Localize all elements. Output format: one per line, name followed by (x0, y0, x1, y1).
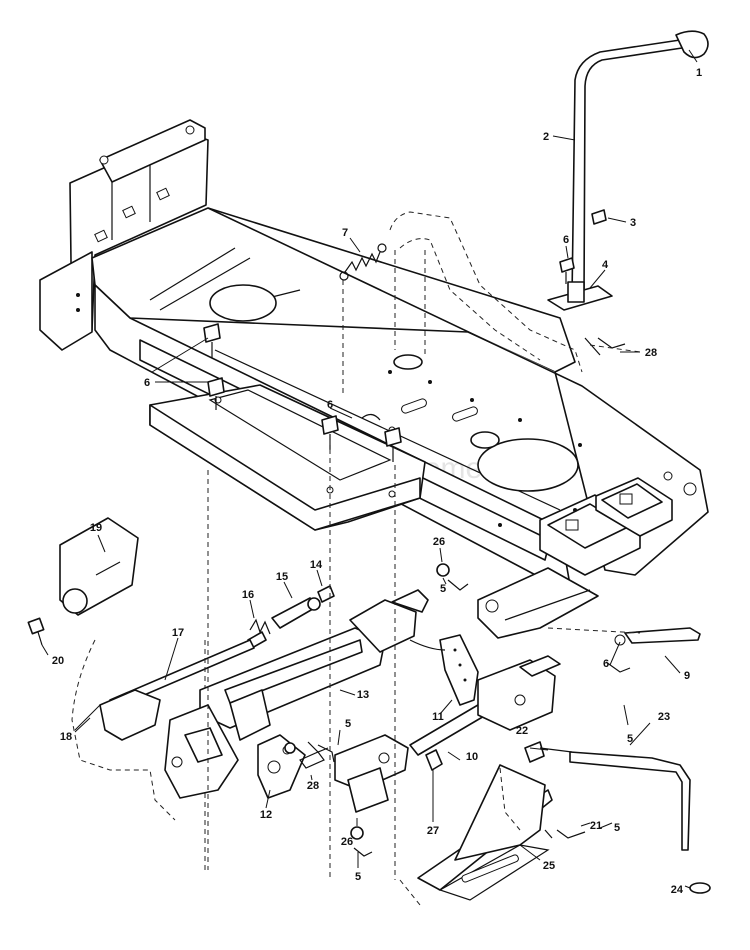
leader-lines (41, 49, 698, 889)
callout-27: 27 (427, 825, 439, 837)
callout-9: 9 (684, 670, 690, 682)
callout-6: 6 (563, 234, 569, 246)
callout-18: 18 (60, 731, 72, 743)
small-hardware (284, 563, 711, 894)
callout-7: 7 (342, 227, 348, 239)
callout-6: 6 (144, 377, 150, 389)
callout-19: 19 (90, 522, 102, 534)
callout-6: 6 (327, 399, 333, 411)
callout-17: 17 (172, 627, 184, 639)
callout-12: 12 (260, 809, 272, 821)
callout-5: 5 (440, 583, 446, 595)
pedal-arm (409, 634, 479, 706)
callout-5: 5 (614, 822, 620, 834)
callout-28: 28 (307, 780, 319, 792)
seat-pan (149, 384, 426, 531)
callout-20: 20 (52, 655, 64, 667)
extension-spring (339, 243, 387, 395)
cross-shaft-parts (99, 585, 335, 870)
callout-13: 13 (357, 689, 369, 701)
brake-shaft (334, 655, 561, 857)
callout-26: 26 (433, 536, 445, 548)
callout-labels: 1 2 3 6 4 7 28 6 6 19 26 5 14 15 16 17 2… (52, 67, 702, 896)
seat-bolts (203, 323, 402, 462)
lift-channel-outline (389, 211, 641, 373)
lift-lever (547, 30, 709, 356)
pedal-arm-assembly (27, 517, 176, 821)
callout-6: 6 (603, 658, 609, 670)
callout-26: 26 (341, 836, 353, 848)
lower-pedal-bracket (164, 589, 429, 799)
callout-22: 22 (516, 725, 528, 737)
callout-5: 5 (627, 733, 633, 745)
callout-1: 1 (696, 67, 702, 79)
callout-2: 2 (543, 131, 549, 143)
callout-15: 15 (276, 571, 288, 583)
callout-5: 5 (355, 871, 361, 883)
callout-24: 24 (671, 884, 684, 896)
callout-21: 21 (590, 820, 602, 832)
callout-16: 16 (242, 589, 254, 601)
main-frame (39, 119, 709, 639)
alignment-lines (207, 440, 421, 906)
callout-14: 14 (310, 559, 323, 571)
pedal-plate (417, 764, 553, 901)
callout-5: 5 (345, 718, 351, 730)
rod (547, 627, 701, 673)
callout-4: 4 (602, 259, 609, 271)
callout-3: 3 (630, 217, 636, 229)
callout-11: 11 (432, 711, 444, 723)
callout-23: 23 (658, 711, 670, 723)
callout-28: 28 (645, 347, 657, 359)
callout-25: 25 (543, 860, 555, 872)
callout-10: 10 (466, 751, 478, 763)
